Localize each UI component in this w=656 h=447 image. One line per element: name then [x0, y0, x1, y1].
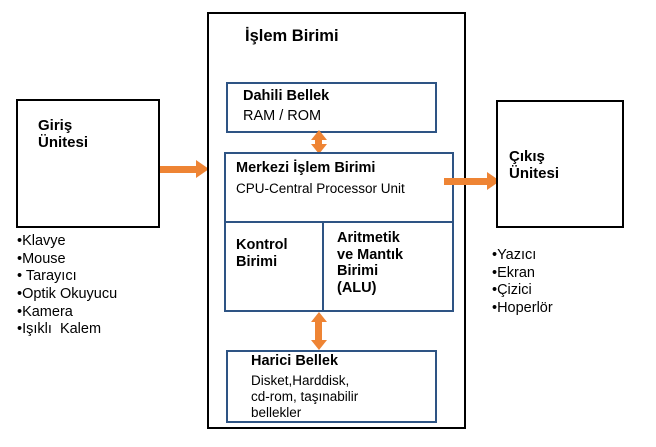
- cpu-box: [224, 152, 454, 312]
- arrow-right-icon: [196, 160, 209, 178]
- control-unit-label: Kontrol Birimi: [236, 237, 288, 270]
- arrow-cpu-external-memory-shaft: [315, 320, 322, 342]
- external-memory-subtitle: Disket,Harddisk, cd-rom, taşınabilir bel…: [251, 373, 359, 421]
- input-unit-box: [16, 99, 160, 228]
- internal-memory-box: [226, 82, 437, 133]
- arrow-down-icon: [311, 144, 327, 154]
- cpu-title: Merkezi İşlem Birimi: [236, 160, 376, 176]
- arrow-up-icon: [311, 130, 327, 140]
- input-device-item: •Mouse: [17, 250, 66, 267]
- alu-label: Aritmetik ve Mantık Birimi (ALU): [337, 230, 404, 296]
- input-device-item: •Optik Okuyucu: [17, 286, 118, 303]
- output-devices-list: •Yazıcı •Ekran •Çizici •Hoperlör: [492, 247, 553, 318]
- cpu-divider-vertical: [322, 223, 324, 312]
- cpu-divider-horizontal: [224, 221, 454, 223]
- internal-memory-subtitle: RAM / ROM: [243, 108, 322, 124]
- input-device-item: • Tarayıcı: [17, 268, 77, 285]
- external-memory-box: [226, 350, 437, 423]
- output-device-item: •Yazıcı: [492, 247, 537, 263]
- input-device-item: •Işıklı Kalem: [17, 321, 102, 338]
- processing-unit-title: İşlem Birimi: [245, 27, 339, 45]
- arrow-input-to-processing-shaft: [160, 166, 198, 173]
- arrow-up-icon: [311, 312, 327, 322]
- output-device-item: •Çizici: [492, 282, 532, 299]
- output-device-item: •Hoperlör: [492, 300, 553, 317]
- arrow-memory-cpu-shaft: [315, 135, 322, 149]
- cpu-subtitle: CPU-Central Processor Unit: [236, 181, 405, 196]
- arrow-down-icon: [311, 340, 327, 350]
- input-devices-list: •Klavye •Mouse • Tarayıcı •Optik Okuyucu…: [17, 233, 117, 339]
- input-device-item: •Kamera: [17, 303, 73, 320]
- output-unit-box: [496, 100, 624, 228]
- input-device-item: •Klavye: [17, 233, 66, 249]
- internal-memory-title: Dahili Bellek: [243, 88, 330, 104]
- output-device-item: •Ekran: [492, 264, 535, 281]
- arrow-processing-to-output-shaft: [444, 178, 488, 185]
- input-unit-label: Giriş Ünitesi: [38, 117, 89, 152]
- output-unit-label: Çıkış Ünitesi: [509, 148, 560, 183]
- external-memory-title: Harici Bellek: [251, 353, 339, 369]
